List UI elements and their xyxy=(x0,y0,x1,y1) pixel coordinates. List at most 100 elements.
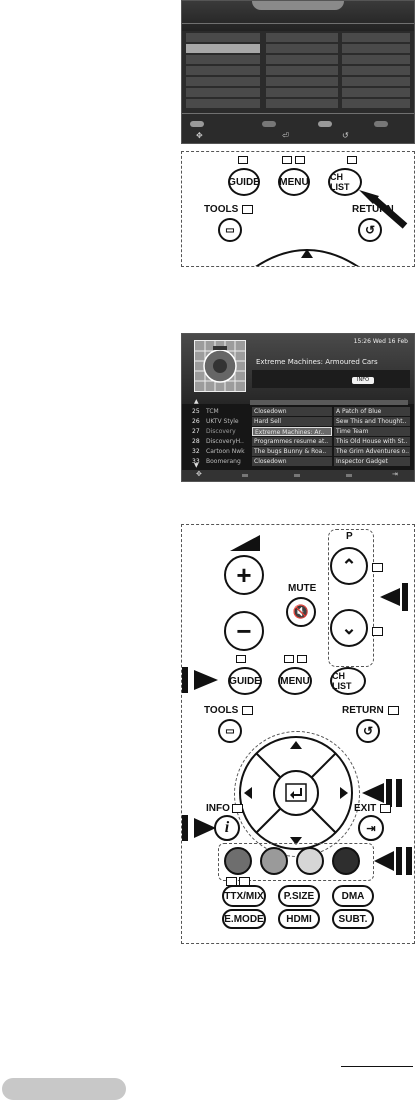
return-button[interactable]: ↺ xyxy=(358,218,382,242)
program-now: Programmes resume at.. xyxy=(252,437,332,446)
menu-grid-cell xyxy=(186,33,260,42)
exit-mini-icon xyxy=(380,804,391,813)
menu-grid-cell xyxy=(342,88,410,97)
menu-grid-cell xyxy=(266,88,338,97)
menu-button-large[interactable]: MENU xyxy=(278,667,312,695)
hdmi-button[interactable]: HDMI xyxy=(278,909,320,929)
channel-up-button[interactable]: ⌃ xyxy=(330,547,368,585)
tools-label: TOOLS xyxy=(204,204,239,215)
menu-grid-cell xyxy=(186,88,260,97)
program-now: Extreme Machines: Ar.. xyxy=(252,427,332,436)
program-now: Closedown xyxy=(252,407,332,416)
tools-mini-icon xyxy=(242,205,253,214)
ttx-mix-button[interactable]: TTX/MIX xyxy=(222,885,266,907)
nav-arc xyxy=(255,249,359,266)
menu-mini-icon-2 xyxy=(295,156,305,164)
footer-move-icon: ✥ xyxy=(196,470,202,478)
pointer-arrow-icon xyxy=(359,190,408,229)
menu-grid-cell xyxy=(186,77,260,86)
dma-button[interactable]: DMA xyxy=(332,885,374,907)
program-next: Time Team xyxy=(334,427,410,436)
guide-time: 15:26 Wed 16 Feb xyxy=(353,338,408,345)
menu-grid-cell xyxy=(186,99,260,108)
tools-icon-large: ▭ xyxy=(225,725,235,737)
return-button-large[interactable]: ↺ xyxy=(356,719,380,743)
channel-name: DiscoveryH.. xyxy=(206,438,244,445)
program-next: A Patch of Blue xyxy=(334,407,410,416)
ch-up-mini-icon xyxy=(372,563,383,572)
channel-number: 32 xyxy=(192,448,200,455)
info-label: INFO xyxy=(206,803,230,814)
program-next: The Grim Adventures o.. xyxy=(334,447,410,456)
volume-up-button[interactable]: + xyxy=(224,555,264,595)
channel-number: 25 xyxy=(192,408,200,415)
pointer-arrow-dpad-icon xyxy=(362,779,402,807)
tools-button[interactable]: ▭ xyxy=(218,218,242,242)
ch-list-button[interactable]: CH LIST xyxy=(328,168,362,196)
program-now: Closedown xyxy=(252,457,332,466)
ch-list-label-large: CH LIST xyxy=(332,671,352,691)
dpad[interactable] xyxy=(238,735,354,851)
guide-button-large[interactable]: GUIDE xyxy=(228,667,262,695)
subt-button[interactable]: SUBT. xyxy=(332,909,374,929)
pointer-arrow-channel-icon xyxy=(380,583,408,611)
menu-grid-cell xyxy=(186,55,260,64)
color-keys-outline xyxy=(218,843,374,881)
chlist-mini-icon xyxy=(347,156,357,164)
menu-label-large: MENU xyxy=(280,675,310,687)
menu-grid-cell xyxy=(342,66,410,75)
guide-button[interactable]: GUIDE xyxy=(228,168,260,196)
menu-grid-cell xyxy=(342,33,410,42)
menu-grid-cell xyxy=(342,55,410,64)
column-header xyxy=(250,400,408,405)
guide-mini-icon xyxy=(238,156,248,164)
return-icon-large: ↺ xyxy=(362,724,374,738)
volume-down-button[interactable]: − xyxy=(224,611,264,651)
yellow-button[interactable] xyxy=(296,847,324,875)
exit-button[interactable]: ⇥ xyxy=(358,815,384,841)
scroll-up-icon: ▲ xyxy=(194,398,199,405)
channel-number: 33 xyxy=(192,458,200,465)
ch-down-mini-icon xyxy=(372,627,383,636)
info-mini-icon xyxy=(232,804,243,813)
guide-mini-icon-large xyxy=(236,655,246,663)
menu-grid-cell xyxy=(342,99,410,108)
p-size-button[interactable]: P.SIZE xyxy=(278,885,320,907)
p-label: P xyxy=(346,531,353,542)
tools-label-large: TOOLS xyxy=(204,705,239,716)
hdmi-label: HDMI xyxy=(286,913,312,925)
blue-button[interactable] xyxy=(332,847,360,875)
menu-grid-cell xyxy=(266,44,338,53)
tv-screen-guide: 15:26 Wed 16 Feb Extreme Machines: Armou… xyxy=(181,333,415,482)
chevron-up-icon: ⌃ xyxy=(341,555,357,576)
menu-grid-cell xyxy=(186,66,260,75)
menu-mini-icon-large-2 xyxy=(297,655,307,663)
channel-number: 28 xyxy=(192,438,200,445)
return-mini-icon-large xyxy=(388,706,399,715)
e-mode-button[interactable]: E.MODE xyxy=(222,909,266,929)
ttx-mix-label: TTX/MIX xyxy=(224,890,264,902)
program-now: Hard Sell xyxy=(252,417,332,426)
program-now: The bugs Bunny & Roa.. xyxy=(252,447,332,456)
info-button[interactable]: i xyxy=(214,815,240,841)
ch-list-button-large[interactable]: CH LIST xyxy=(330,667,366,695)
red-button[interactable] xyxy=(224,847,252,875)
tools-button-large[interactable]: ▭ xyxy=(218,719,242,743)
menu-button[interactable]: MENU xyxy=(278,168,310,196)
menu-mini-icon-large xyxy=(284,655,294,663)
channel-down-button[interactable]: ⌄ xyxy=(330,609,368,647)
mute-button[interactable]: 🔇 xyxy=(286,597,316,627)
mute-label: MUTE xyxy=(288,583,317,594)
mute-icon: 🔇 xyxy=(292,604,310,619)
volume-wedge-icon xyxy=(230,535,260,551)
green-button[interactable] xyxy=(260,847,288,875)
tools-icon: ▭ xyxy=(225,224,235,236)
info-icon: i xyxy=(224,819,230,836)
